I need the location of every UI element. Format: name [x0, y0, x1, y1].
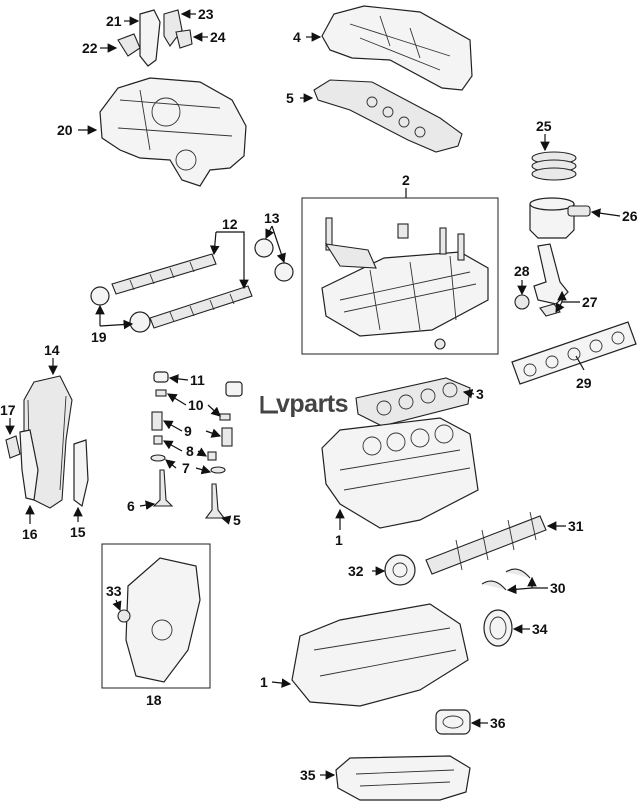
- valve-cover-gasket: [313, 79, 463, 153]
- callout-2: 2: [402, 172, 410, 188]
- callout-numbers: 21 23 22 24 20 4 5 25 26 28 27 29 2 12 1…: [0, 6, 638, 783]
- oil-filter-adapter: [435, 709, 471, 735]
- callout-35: 34: [532, 621, 548, 637]
- callout-12: 11: [190, 372, 205, 388]
- callout-8: 7: [182, 460, 190, 476]
- callout-33: 32: [348, 563, 364, 579]
- balance-shaft-module: [99, 77, 247, 187]
- callout-24: 23: [198, 6, 214, 22]
- piston-rings: [531, 151, 577, 181]
- timing-cover-group-box: [101, 543, 211, 689]
- chain-tensioner: [5, 435, 21, 459]
- callout-3: 3: [476, 386, 484, 402]
- callout-20: 19: [91, 329, 107, 345]
- callout-14: 13: [264, 210, 280, 226]
- callout-15: 14: [44, 342, 60, 358]
- callout-27: 26: [622, 208, 638, 224]
- valve-train-parts: [150, 371, 243, 519]
- callout-11: 10: [188, 397, 204, 413]
- camshafts: [111, 253, 253, 329]
- chain-guides: [19, 429, 89, 508]
- cam-phasers: [90, 286, 151, 333]
- callout-16: 15: [70, 524, 86, 540]
- cam-sprockets: [254, 238, 294, 282]
- callout-23: 22: [82, 40, 98, 56]
- callout-6: 5: [233, 512, 241, 528]
- piston: [529, 197, 591, 239]
- callout-5: 5: [286, 90, 294, 106]
- callout-9: 8: [186, 443, 194, 459]
- cylinder-head-group-box: [301, 197, 499, 355]
- valve-cover: [321, 5, 473, 91]
- cylinder-head: [321, 217, 489, 350]
- vparts-watermark: vparts: [260, 390, 349, 418]
- callout-22: 21: [106, 13, 122, 29]
- callout-29: 28: [514, 263, 530, 279]
- callout-1-lower: 1: [260, 674, 268, 690]
- callout-4: 4: [293, 29, 301, 45]
- rear-main-seal: [483, 609, 513, 647]
- lower-crankcase: [291, 603, 469, 707]
- callout-34: 33: [106, 583, 122, 599]
- callout-28: 27: [582, 294, 598, 310]
- callout-30: 29: [576, 375, 592, 391]
- head-gasket: [355, 377, 471, 427]
- timing-cover: [117, 557, 201, 683]
- callout-32: 31: [568, 518, 584, 534]
- engine-block: [321, 417, 479, 529]
- callout-36: 35: [300, 767, 316, 783]
- crankshaft: [425, 511, 547, 575]
- callout-37: 36: [490, 715, 506, 731]
- callout-17: 16: [22, 526, 38, 542]
- crank-pulley: [384, 554, 416, 586]
- callout-13: 12: [222, 216, 238, 232]
- connecting-rod: [514, 243, 569, 317]
- oil-pan: [335, 755, 471, 801]
- leader-lines: [5, 9, 621, 780]
- vparts-logo-icon: [260, 396, 278, 414]
- callout-21: 20: [57, 122, 73, 138]
- main-bearing-set: [511, 321, 637, 385]
- callout-25: 24: [210, 29, 226, 45]
- callout-19: 18: [146, 692, 162, 708]
- watermark-brand: vparts: [276, 390, 348, 418]
- callout-26: 25: [536, 118, 552, 134]
- callout-18: 17: [0, 402, 16, 418]
- callout-31: 30: [550, 580, 566, 596]
- thrust-bearings: [481, 568, 531, 591]
- callout-10: 9: [184, 423, 192, 439]
- timing-chain-tensioner-parts: [117, 9, 193, 67]
- callout-7: 6: [127, 498, 135, 514]
- callout-1-block: 1: [335, 532, 343, 548]
